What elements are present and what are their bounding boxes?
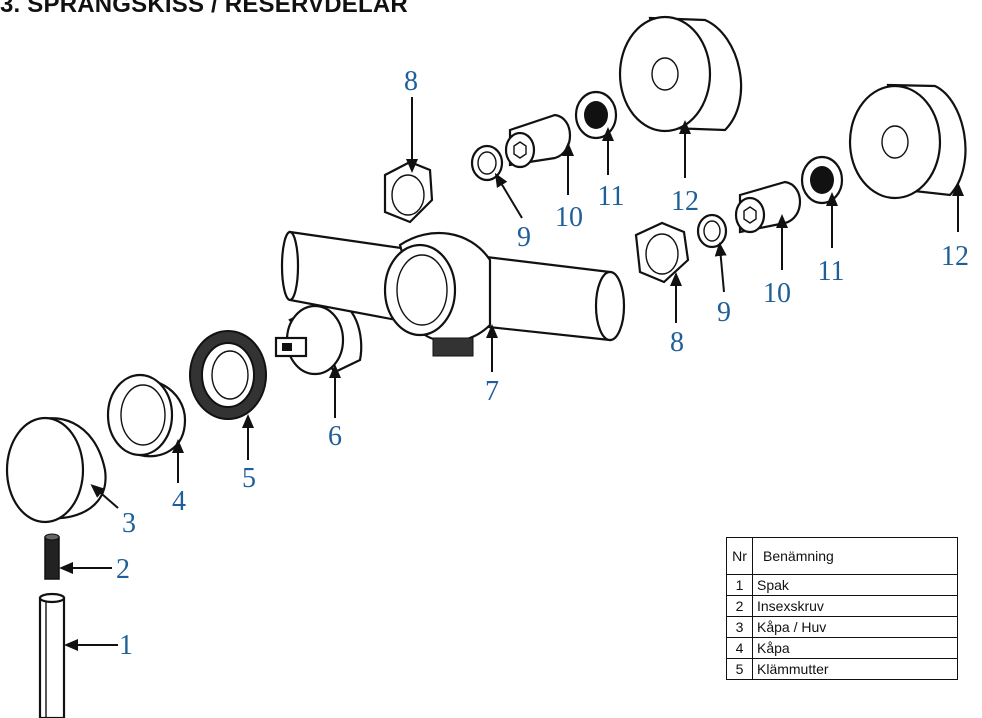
- callout-10b: 10: [763, 278, 791, 309]
- header-name: Benämning: [752, 537, 958, 575]
- part-12-rosette-a: [618, 15, 743, 133]
- part-11-filter-a: [574, 90, 618, 140]
- row-nr: 4: [726, 637, 753, 659]
- parts-table: Nr Benämning 1 Spak 2 Insexskruv 3 Kåpa …: [726, 537, 958, 680]
- part-10-valve-b: [734, 180, 801, 234]
- table-row: 5 Klämmutter: [726, 658, 958, 680]
- row-name: Klämmutter: [752, 658, 958, 680]
- callout-5: 5: [242, 463, 256, 494]
- part-8-nut-a: [383, 160, 434, 224]
- part-2-set-screw: [44, 533, 60, 580]
- callout-4: 4: [172, 486, 186, 517]
- part-11-filter-b: [800, 155, 844, 205]
- row-name: Insexskruv: [752, 595, 958, 617]
- part-9-washer-a: [470, 144, 504, 182]
- callout-12a: 12: [671, 186, 699, 217]
- row-nr: 5: [726, 658, 753, 680]
- part-3-cap: [5, 416, 107, 524]
- table-row: 2 Insexskruv: [726, 595, 958, 617]
- part-8-nut-b: [634, 221, 690, 284]
- callout-11a: 11: [598, 181, 625, 212]
- page-title: 3. SPRÄNGSKISS / RESERVDELAR: [0, 0, 408, 18]
- row-name: Spak: [752, 574, 958, 596]
- callout-3: 3: [122, 508, 136, 539]
- parts-table-header: Nr Benämning: [726, 537, 958, 575]
- row-nr: 3: [726, 616, 753, 638]
- table-row: 3 Kåpa / Huv: [726, 616, 958, 638]
- callout-9b: 9: [717, 297, 731, 328]
- part-6-cartridge: [274, 298, 363, 376]
- part-1-lever: [38, 592, 66, 718]
- part-12-rosette-b: [848, 83, 967, 200]
- callout-8b: 8: [670, 327, 684, 358]
- row-name: Kåpa / Huv: [752, 616, 958, 638]
- callout-11b: 11: [818, 256, 845, 287]
- header-nr: Nr: [726, 537, 753, 575]
- callout-12b: 12: [941, 241, 969, 272]
- part-7-mixer-body: [280, 230, 626, 357]
- row-name: Kåpa: [752, 637, 958, 659]
- part-4-cover: [106, 373, 187, 458]
- callout-2: 2: [116, 554, 130, 585]
- table-row: 1 Spak: [726, 574, 958, 596]
- row-nr: 2: [726, 595, 753, 617]
- callout-10a: 10: [555, 202, 583, 233]
- callout-6: 6: [328, 421, 342, 452]
- callout-8a: 8: [404, 66, 418, 97]
- leader-lines: [59, 97, 964, 651]
- part-5-clamp-nut: [189, 330, 267, 420]
- row-nr: 1: [726, 574, 753, 596]
- callout-9a: 9: [517, 222, 531, 253]
- table-row: 4 Kåpa: [726, 637, 958, 659]
- part-9-washer-b: [696, 213, 728, 249]
- callout-7: 7: [485, 376, 499, 407]
- callout-1: 1: [119, 630, 133, 661]
- part-10-valve-a: [504, 113, 571, 169]
